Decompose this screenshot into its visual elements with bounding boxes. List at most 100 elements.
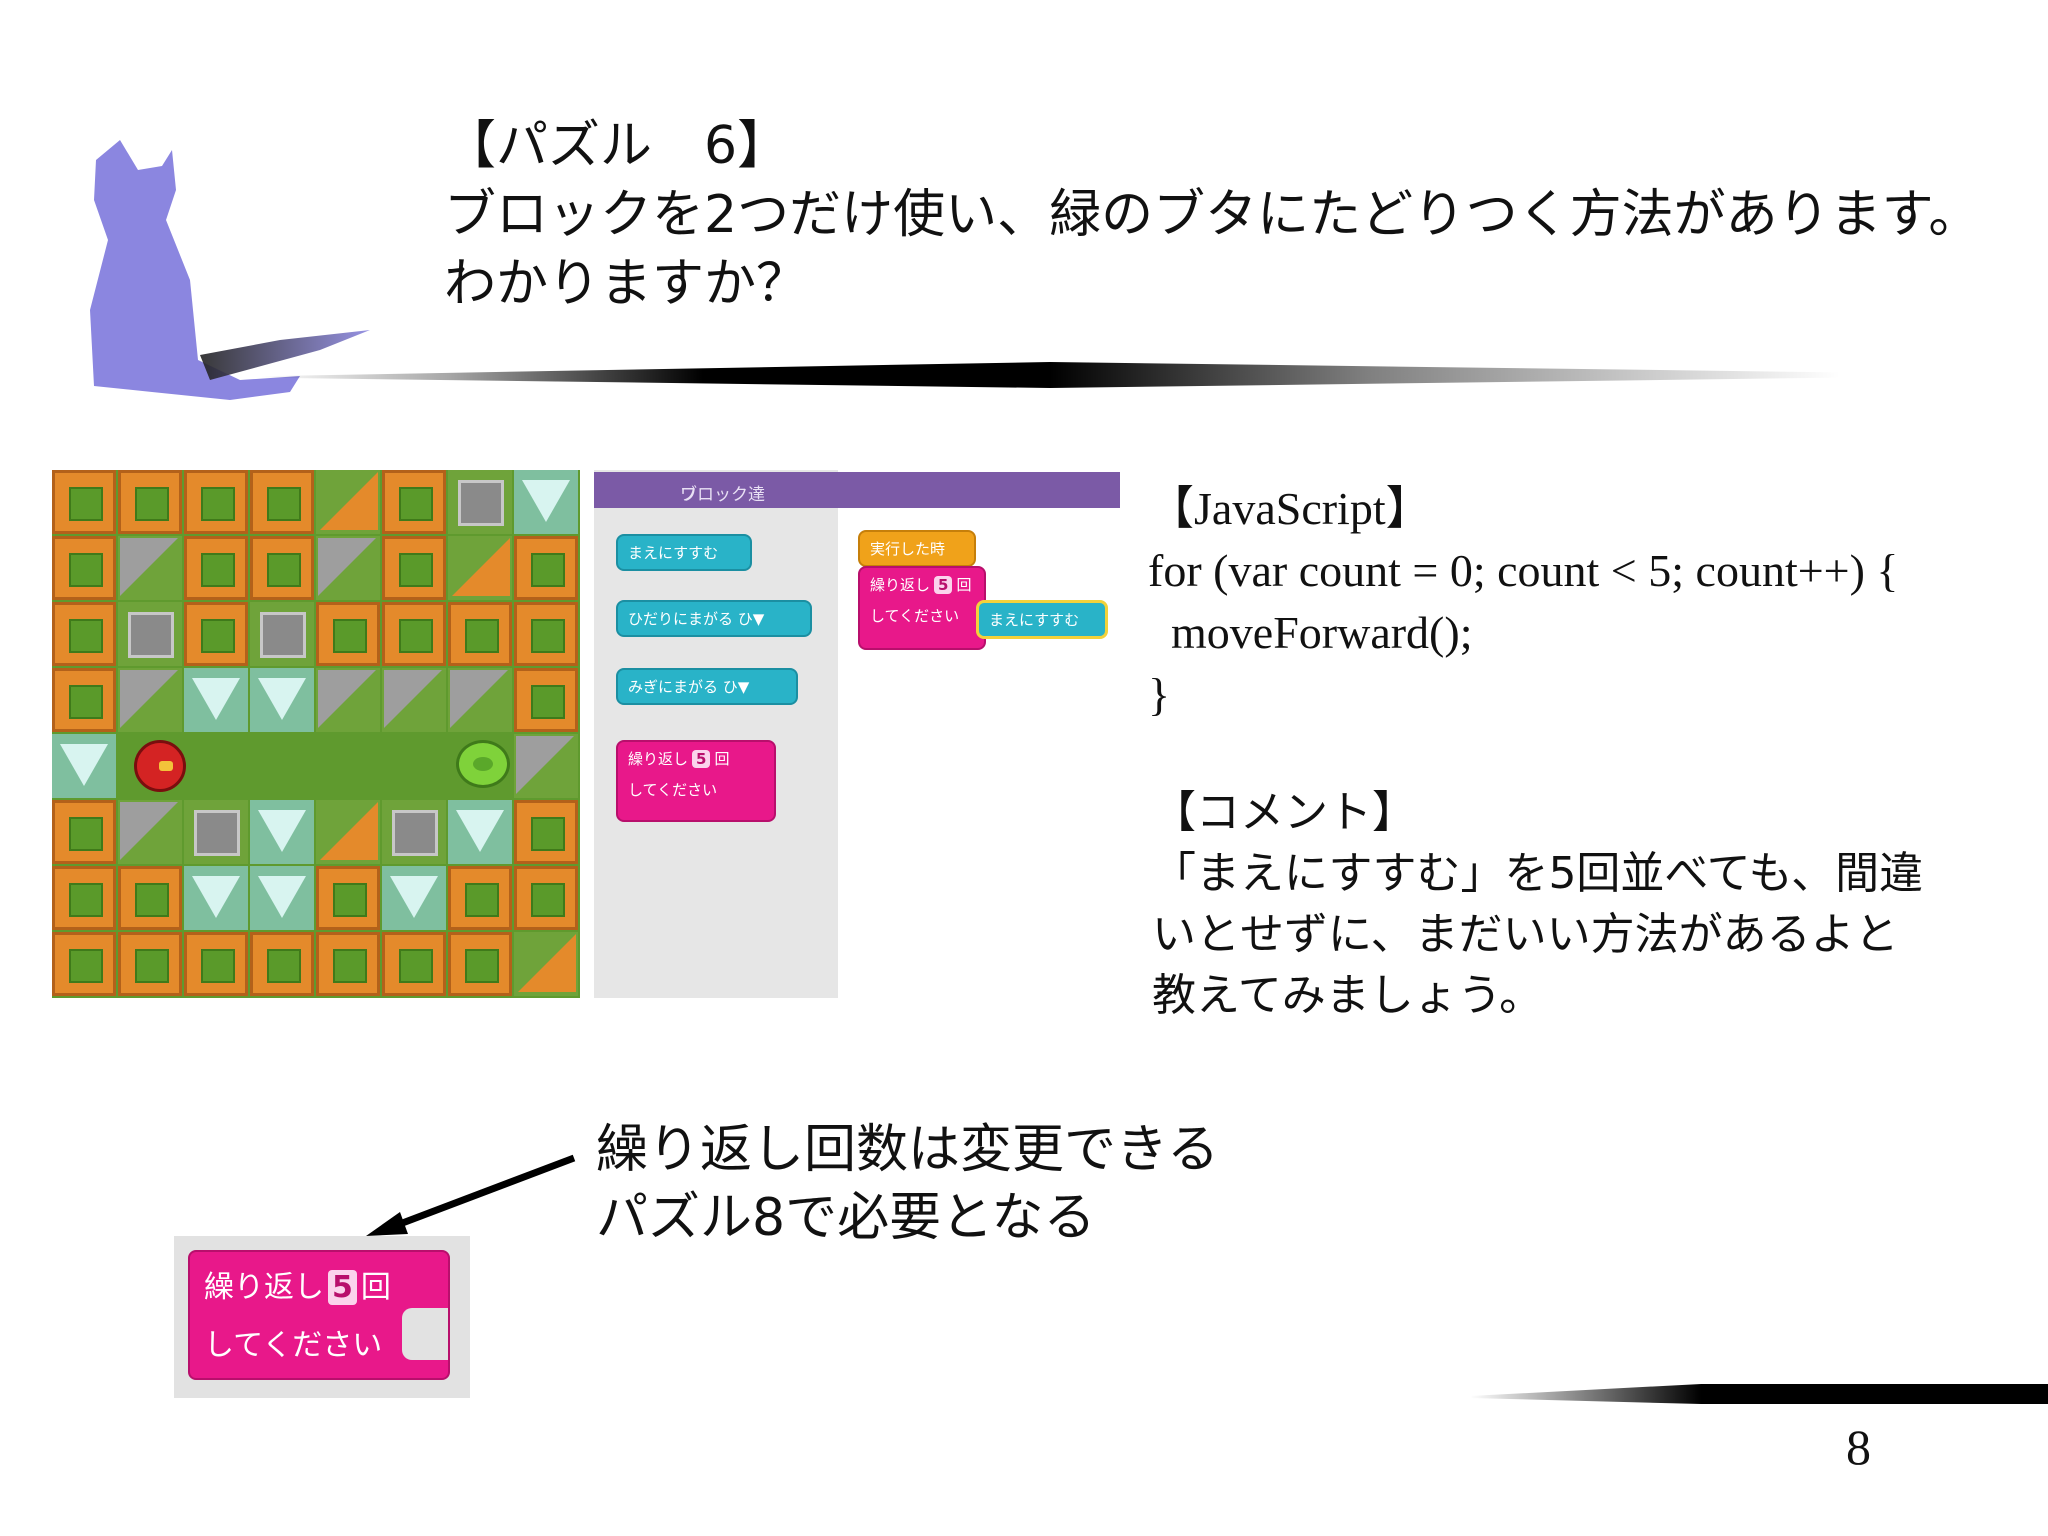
tile-wood xyxy=(52,800,116,864)
tile-stone xyxy=(250,602,314,666)
tile-tri-gray xyxy=(514,734,578,798)
tile-wood xyxy=(52,536,116,600)
comment-block: 【コメント】 「まえにすすむ」を5回並べても、間違 いとせずに、まだいい方法があ… xyxy=(1152,782,1923,1026)
repeat-do-label: してください xyxy=(628,781,718,799)
tile-wood xyxy=(52,932,116,996)
tile-wood xyxy=(184,470,248,534)
tile-wood xyxy=(514,800,578,864)
javascript-code: 【JavaScript】 for (var count = 0; count <… xyxy=(1148,478,1899,726)
tile-wood xyxy=(250,932,314,996)
tile-ice xyxy=(250,668,314,732)
tile-stone xyxy=(448,470,512,534)
tile-wood xyxy=(316,602,380,666)
tile-wood xyxy=(382,536,446,600)
turn-left-block-label: ひだりにまがる ひ▼ xyxy=(628,610,765,628)
tile-ice xyxy=(184,866,248,930)
repeat-prefix: 繰り返し xyxy=(628,750,689,768)
comment-heading: 【コメント】 xyxy=(1152,787,1416,838)
tile-wood xyxy=(118,866,182,930)
tile-wood xyxy=(316,866,380,930)
when-run-block[interactable]: 実行した時 xyxy=(858,530,976,567)
tile-tri-wood xyxy=(316,800,380,864)
tile-wood xyxy=(448,932,512,996)
repeat-prefix: 繰り返し xyxy=(870,576,931,594)
tile-grass xyxy=(316,734,380,798)
repeat-do-label: してください xyxy=(204,1328,383,1363)
blocks-header: ブロック達 ワ xyxy=(594,472,1120,508)
tile-wood xyxy=(52,602,116,666)
tile-tri-wood xyxy=(448,536,512,600)
tile-tri-gray xyxy=(316,536,380,600)
tile-wood xyxy=(514,602,578,666)
tile-ice xyxy=(52,734,116,798)
tile-wood xyxy=(52,668,116,732)
turn-right-block-label: みぎにまがる ひ▼ xyxy=(628,678,750,696)
tile-stone xyxy=(118,602,182,666)
code-line: moveForward(); xyxy=(1148,607,1473,658)
red-bird-icon xyxy=(134,740,186,792)
repeat-do-label: してください xyxy=(870,607,960,625)
bottom-divider xyxy=(1470,1384,2048,1404)
tile-tri-gray xyxy=(118,536,182,600)
tile-wood xyxy=(382,602,446,666)
turn-right-block[interactable]: みぎにまがる ひ▼ xyxy=(616,668,798,705)
green-pig-icon xyxy=(456,740,510,788)
forward-block[interactable]: まえにすすむ xyxy=(616,534,752,571)
tile-tri-gray xyxy=(316,668,380,732)
tile-tri-gray xyxy=(118,668,182,732)
callout-text: 繰り返し回数は変更できる パズル8で必要となる xyxy=(596,1116,1219,1252)
tile-wood xyxy=(448,602,512,666)
tile-wood xyxy=(184,932,248,996)
tile-ice xyxy=(514,470,578,534)
puzzle-question: ブロックを2つだけ使い、緑のブタにたどりつく方法があります。 xyxy=(444,185,1981,245)
repeat-count[interactable]: 5 xyxy=(934,576,953,594)
tile-wood xyxy=(250,536,314,600)
cat-silhouette-icon xyxy=(90,140,370,400)
repeat-suffix: 回 xyxy=(360,1270,391,1305)
tile-stone xyxy=(382,800,446,864)
tile-tri-wood xyxy=(316,470,380,534)
puzzle-title: 【パズル 6】 xyxy=(444,116,790,176)
when-run-label: 実行した時 xyxy=(870,540,946,558)
tile-tri-gray xyxy=(448,668,512,732)
page-number: 8 xyxy=(1846,1419,1871,1475)
tile-wood xyxy=(514,668,578,732)
comment-line: いとせずに、まだいい方法があるよと xyxy=(1152,909,1899,960)
tile-wood xyxy=(250,470,314,534)
tile-grass xyxy=(184,734,248,798)
tile-stone xyxy=(184,800,248,864)
tile-ice xyxy=(448,800,512,864)
repeat-count[interactable]: 5 xyxy=(692,750,711,768)
callout-line: 繰り返し回数は変更できる xyxy=(596,1120,1219,1180)
tile-wood xyxy=(382,932,446,996)
tile-wood xyxy=(52,866,116,930)
repeat-suffix: 回 xyxy=(714,750,730,768)
tile-wood xyxy=(316,932,380,996)
turn-left-block[interactable]: ひだりにまがる ひ▼ xyxy=(616,600,812,637)
tile-wood xyxy=(382,470,446,534)
javascript-heading: 【JavaScript】 xyxy=(1148,483,1432,534)
tile-wood xyxy=(52,470,116,534)
block-slot xyxy=(402,1308,448,1360)
tile-ice xyxy=(250,800,314,864)
tile-wood xyxy=(184,602,248,666)
repeat-suffix: 回 xyxy=(956,576,972,594)
blocks-header-label: ブロック達 xyxy=(680,485,765,505)
tile-tri-gray xyxy=(382,668,446,732)
tile-wood xyxy=(118,470,182,534)
repeat-prefix: 繰り返し xyxy=(204,1270,324,1305)
tile-ice xyxy=(250,866,314,930)
tile-wood xyxy=(184,536,248,600)
arrow-icon xyxy=(366,1154,576,1236)
tile-ice xyxy=(382,866,446,930)
tile-wood xyxy=(118,932,182,996)
comment-line: 「まえにすすむ」を5回並べても、間違 xyxy=(1152,848,1924,899)
repeat-count[interactable]: 5 xyxy=(328,1270,357,1305)
workspace-forward-block[interactable]: まえにすすむ xyxy=(976,600,1108,639)
tile-wood xyxy=(514,866,578,930)
puzzle-question-2: わかりますか？ xyxy=(444,254,809,314)
workspace-label: ワ xyxy=(680,485,697,505)
